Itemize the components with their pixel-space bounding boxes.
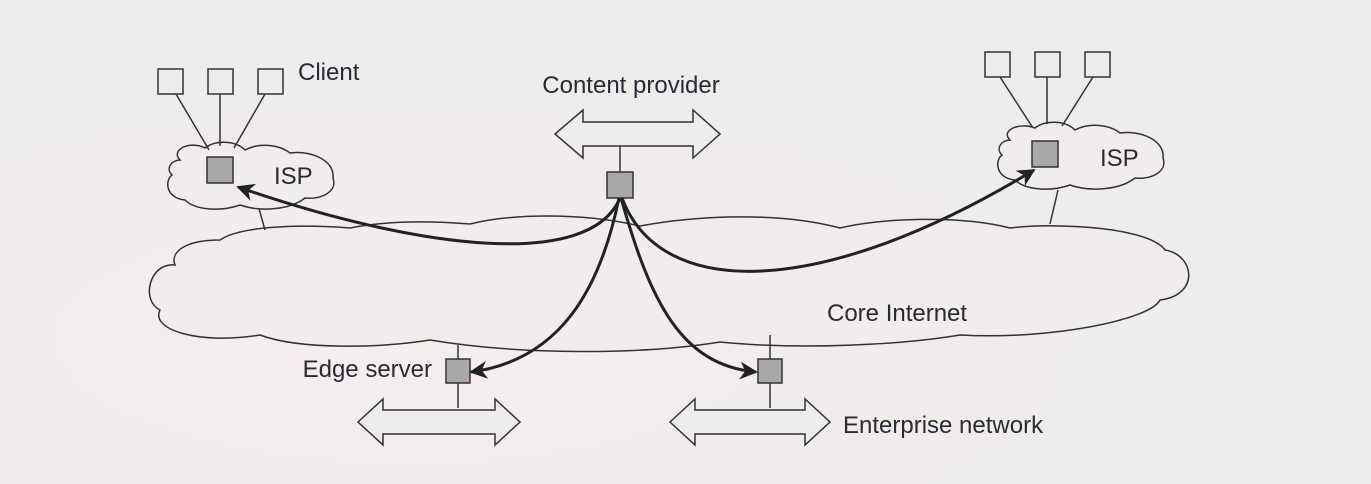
flow-to-left-isp [236,183,622,246]
flow-to-enterprise [619,197,758,380]
enterprise-network-label: Enterprise network [843,412,1044,439]
isp-left-router-icon [206,156,234,184]
left-clients [157,68,284,151]
core-internet-cloud [148,215,1190,353]
right-clients [984,51,1111,129]
isp-right-router-icon [1031,140,1059,168]
client-computer-icon [207,68,234,95]
client-label: Client [298,59,360,86]
content-provider-network-arrow [553,108,722,160]
client-computer-icon [1034,51,1061,78]
core-internet-label: Core Internet [827,300,967,327]
content-provider-label: Content provider [542,72,719,99]
client-computer-icon [157,68,184,95]
flow-to-right-isp [620,168,1036,273]
isp-left-label: ISP [274,163,313,190]
edge-server-router-icon [445,358,471,384]
edge-server-label: Edge server [303,356,432,383]
edge-network-arrow [356,397,522,447]
isp-right-label: ISP [1100,145,1139,172]
enterprise-router-icon [757,358,783,384]
content-provider-router-icon [606,171,634,199]
isp-right-link [1049,189,1059,225]
enterprise-network-arrow [668,397,832,447]
client-computer-icon [257,68,284,95]
client-computer-icon [1084,51,1111,78]
isp-right-cloud [997,121,1165,190]
flow-to-edge-server [469,197,621,379]
client-computer-icon [984,51,1011,78]
